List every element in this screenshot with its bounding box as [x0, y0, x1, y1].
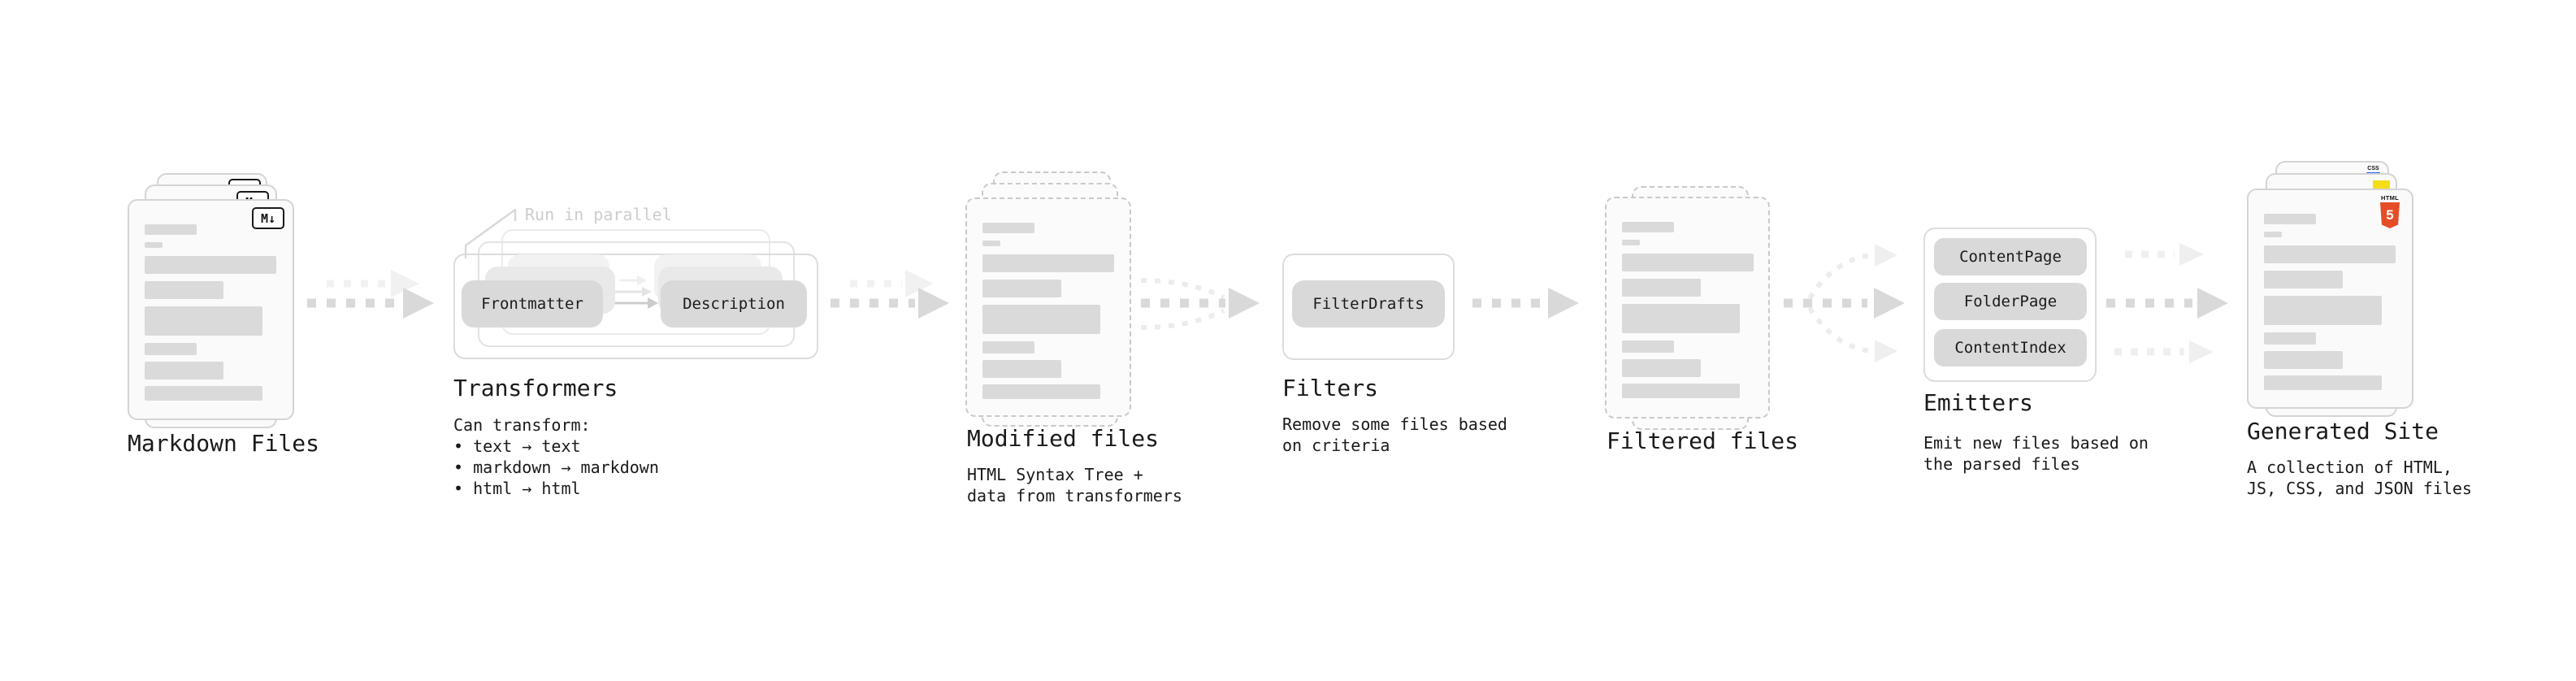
- markdown-icon: M↓: [252, 207, 284, 229]
- skeleton-text-bar: [145, 343, 197, 355]
- contentindex-pill: ContentIndex: [1934, 329, 2087, 367]
- filters-box: [1282, 254, 1455, 360]
- skeleton-text-bar: [2264, 375, 2382, 390]
- skeleton-text-bar: [2264, 271, 2343, 288]
- skeleton-text-bar: [982, 254, 1114, 272]
- skeleton-text-bar: [1622, 304, 1740, 333]
- description-pill: Description: [661, 280, 807, 327]
- skeleton-text-bar: [982, 223, 1034, 233]
- arrow-filtered-to-emitters-icon: [1784, 244, 1905, 362]
- arrows-emitters-to-generated-icon: [2106, 243, 2228, 363]
- arrow-modified-to-filters-icon: [1140, 278, 1260, 330]
- transformers-description: Can transform: • text → text • markdown …: [453, 415, 659, 498]
- skeleton-text-bar: [2264, 296, 2382, 325]
- generated-site-label: Generated Site: [2247, 418, 2439, 445]
- html5-badge-text: HTML: [2380, 194, 2400, 202]
- filterdrafts-pill: FilterDrafts: [1292, 280, 1445, 327]
- markdown-files-label: Markdown Files: [128, 430, 320, 457]
- skeleton-text-bar: [1622, 279, 1701, 297]
- skeleton-text-bar: [2264, 351, 2343, 369]
- skeleton-text-bar: [1622, 240, 1640, 245]
- filtered-file-card-front: [1605, 197, 1770, 419]
- frontmatter-pill: Frontmatter: [462, 280, 603, 327]
- skeleton-text-bar: [1622, 384, 1740, 398]
- skeleton-text-bar: [145, 224, 197, 235]
- folderpage-pill: FolderPage: [1934, 283, 2087, 320]
- emitters-description: Emit new files based on the parsed files: [1923, 433, 2149, 474]
- html5-icon: HTML 5: [2379, 195, 2400, 228]
- arrow-markdown-to-transformers-icon: [307, 270, 434, 319]
- skeleton-text-bar: [2264, 214, 2316, 224]
- skeleton-text-bar: [982, 384, 1100, 399]
- modified-file-card-front: [965, 197, 1131, 417]
- css-badge-text: CSS: [2367, 166, 2379, 171]
- skeleton-text-bar: [2264, 232, 2282, 237]
- skeleton-text-bar: [145, 386, 262, 401]
- run-in-parallel-annotation: Run in parallel: [525, 205, 672, 224]
- html5-shield: 5: [2380, 202, 2400, 228]
- modified-files-label: Modified files: [967, 425, 1160, 452]
- transformer-layer-box-front: [453, 254, 818, 359]
- emitters-box: [1923, 228, 2097, 382]
- javascript-icon: [2373, 180, 2390, 189]
- skeleton-text-bar: [145, 242, 163, 248]
- skeleton-text-bar: [982, 241, 1000, 246]
- arrow-filters-to-filtered-icon: [1472, 288, 1579, 319]
- skeleton-text-bar: [145, 256, 276, 274]
- filters-label: Filters: [1282, 375, 1379, 401]
- skeleton-text-bar: [145, 362, 223, 380]
- skeleton-text-bar: [982, 360, 1061, 378]
- skeleton-text-bar: [2264, 332, 2316, 345]
- skeleton-text-bar: [982, 305, 1100, 334]
- filters-description: Remove some files based on criteria: [1282, 414, 1507, 455]
- generated-site-description: A collection of HTML, JS, CSS, and JSON …: [2247, 458, 2472, 498]
- skeleton-text-bar: [1622, 340, 1674, 353]
- contentpage-pill: ContentPage: [1934, 238, 2087, 275]
- skeleton-text-bar: [145, 281, 223, 299]
- html5-number: 5: [2386, 207, 2394, 223]
- skeleton-text-bar: [2264, 245, 2396, 263]
- skeleton-text-bar: [982, 341, 1034, 354]
- skeleton-text-bar: [1622, 359, 1701, 377]
- skeleton-text-bar: [1622, 254, 1754, 271]
- generated-html-card: HTML 5: [2247, 189, 2413, 409]
- markdown-file-card-front: M↓: [128, 199, 294, 420]
- modified-files-description: HTML Syntax Tree + data from transformer…: [967, 465, 1182, 505]
- emitters-label: Emitters: [1923, 389, 2033, 416]
- skeleton-text-bar: [145, 306, 262, 336]
- filtered-files-label: Filtered files: [1607, 427, 1799, 454]
- transformers-label: Transformers: [453, 375, 618, 401]
- arrow-transformers-to-modified-icon: [830, 270, 949, 319]
- skeleton-text-bar: [982, 280, 1061, 297]
- skeleton-text-bar: [1622, 222, 1674, 232]
